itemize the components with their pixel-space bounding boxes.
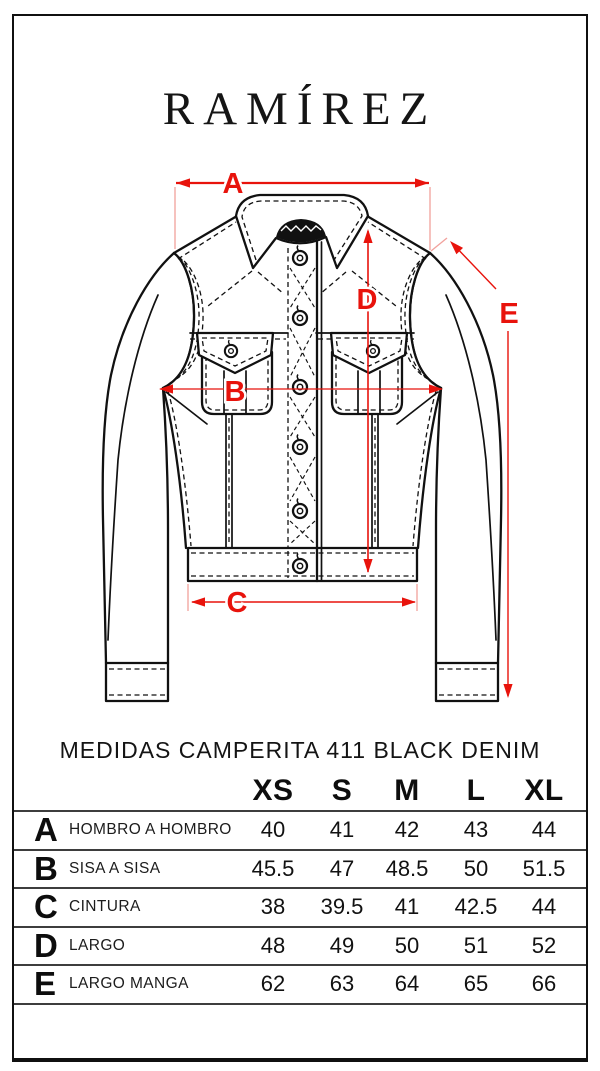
cell-value: 47 <box>329 855 355 881</box>
row-label: LARGO MANGA <box>69 975 189 993</box>
cell-value: 44 <box>531 894 557 920</box>
table-row-a: A HOMBRO A HOMBRO 40 41 42 43 44 <box>0 811 600 849</box>
table-row-c: C CINTURA 38 39.5 41 42.5 44 <box>0 888 600 926</box>
cell-value: 62 <box>260 971 286 997</box>
table-divider <box>14 848 586 851</box>
measure-label-b: B <box>225 376 246 408</box>
table-divider <box>14 1003 586 1005</box>
size-header-row: XS S M L XL <box>0 771 600 811</box>
measure-label-c: C <box>227 587 248 619</box>
waistband-drawing <box>186 546 419 583</box>
page-border <box>12 14 588 1062</box>
button-placket-drawing <box>287 240 323 583</box>
measurement-annotations: A B C D E <box>159 166 521 698</box>
row-letter: B <box>34 849 58 887</box>
table-divider <box>14 964 586 967</box>
size-header-m: M <box>394 774 420 807</box>
left-pocket-drawing <box>195 331 275 416</box>
row-label: CINTURA <box>69 898 141 916</box>
cell-value: 38 <box>260 894 286 920</box>
cell-value: 45.5 <box>251 855 295 881</box>
size-header-xs: XS <box>252 774 294 807</box>
cell-value: 42.5 <box>454 894 498 920</box>
collar-drawing <box>234 193 370 270</box>
size-header-l: L <box>466 774 486 807</box>
table-row-e: E LARGO MANGA 62 63 64 65 66 <box>0 965 600 1003</box>
cell-value: 66 <box>531 971 557 997</box>
row-label: HOMBRO A HOMBRO <box>69 821 232 838</box>
row-label: LARGO <box>69 936 126 954</box>
cell-value: 44 <box>531 817 557 842</box>
cell-value: 42 <box>394 817 420 842</box>
table-row-b: B SISA A SISA 45.5 47 48.5 50 51.5 <box>0 850 600 888</box>
size-header-xl: XL <box>524 774 564 807</box>
cell-value: 65 <box>463 971 489 997</box>
right-pocket-drawing <box>329 331 409 416</box>
table-divider <box>14 925 586 928</box>
cell-value: 41 <box>329 817 355 842</box>
row-letter: C <box>34 888 58 926</box>
table-divider <box>14 810 586 812</box>
row-letter: A <box>34 810 58 848</box>
cell-value: 50 <box>394 932 420 958</box>
cell-value: 48.5 <box>385 855 429 881</box>
measure-label-a: A <box>223 168 244 200</box>
cell-value: 50 <box>463 855 489 881</box>
table-divider <box>14 887 586 890</box>
row-label: SISA A SISA <box>69 859 161 877</box>
cell-value: 64 <box>394 971 420 997</box>
cell-value: 48 <box>260 932 286 958</box>
measure-label-e: E <box>499 298 518 330</box>
cell-value: 41 <box>394 894 420 920</box>
measure-label-d: D <box>357 284 378 316</box>
jacket-body-drawing <box>161 214 443 581</box>
cell-value: 49 <box>329 932 355 958</box>
cell-value: 39.5 <box>320 894 364 920</box>
cell-value: 63 <box>329 971 355 997</box>
cell-value: 51.5 <box>522 855 566 881</box>
cell-value: 51 <box>463 932 489 958</box>
brand-logo: RAMÍREZ <box>162 83 438 135</box>
cell-value: 43 <box>463 817 489 842</box>
row-letter: D <box>34 926 58 964</box>
row-letter: E <box>34 965 57 1003</box>
size-header-s: S <box>331 774 353 807</box>
cell-value: 52 <box>531 932 557 958</box>
chart-title: MEDIDAS CAMPERITA 411 BLACK DENIM <box>59 737 541 763</box>
table-row-d: D LARGO 48 49 50 51 52 <box>0 927 600 965</box>
cell-value: 40 <box>260 817 286 842</box>
